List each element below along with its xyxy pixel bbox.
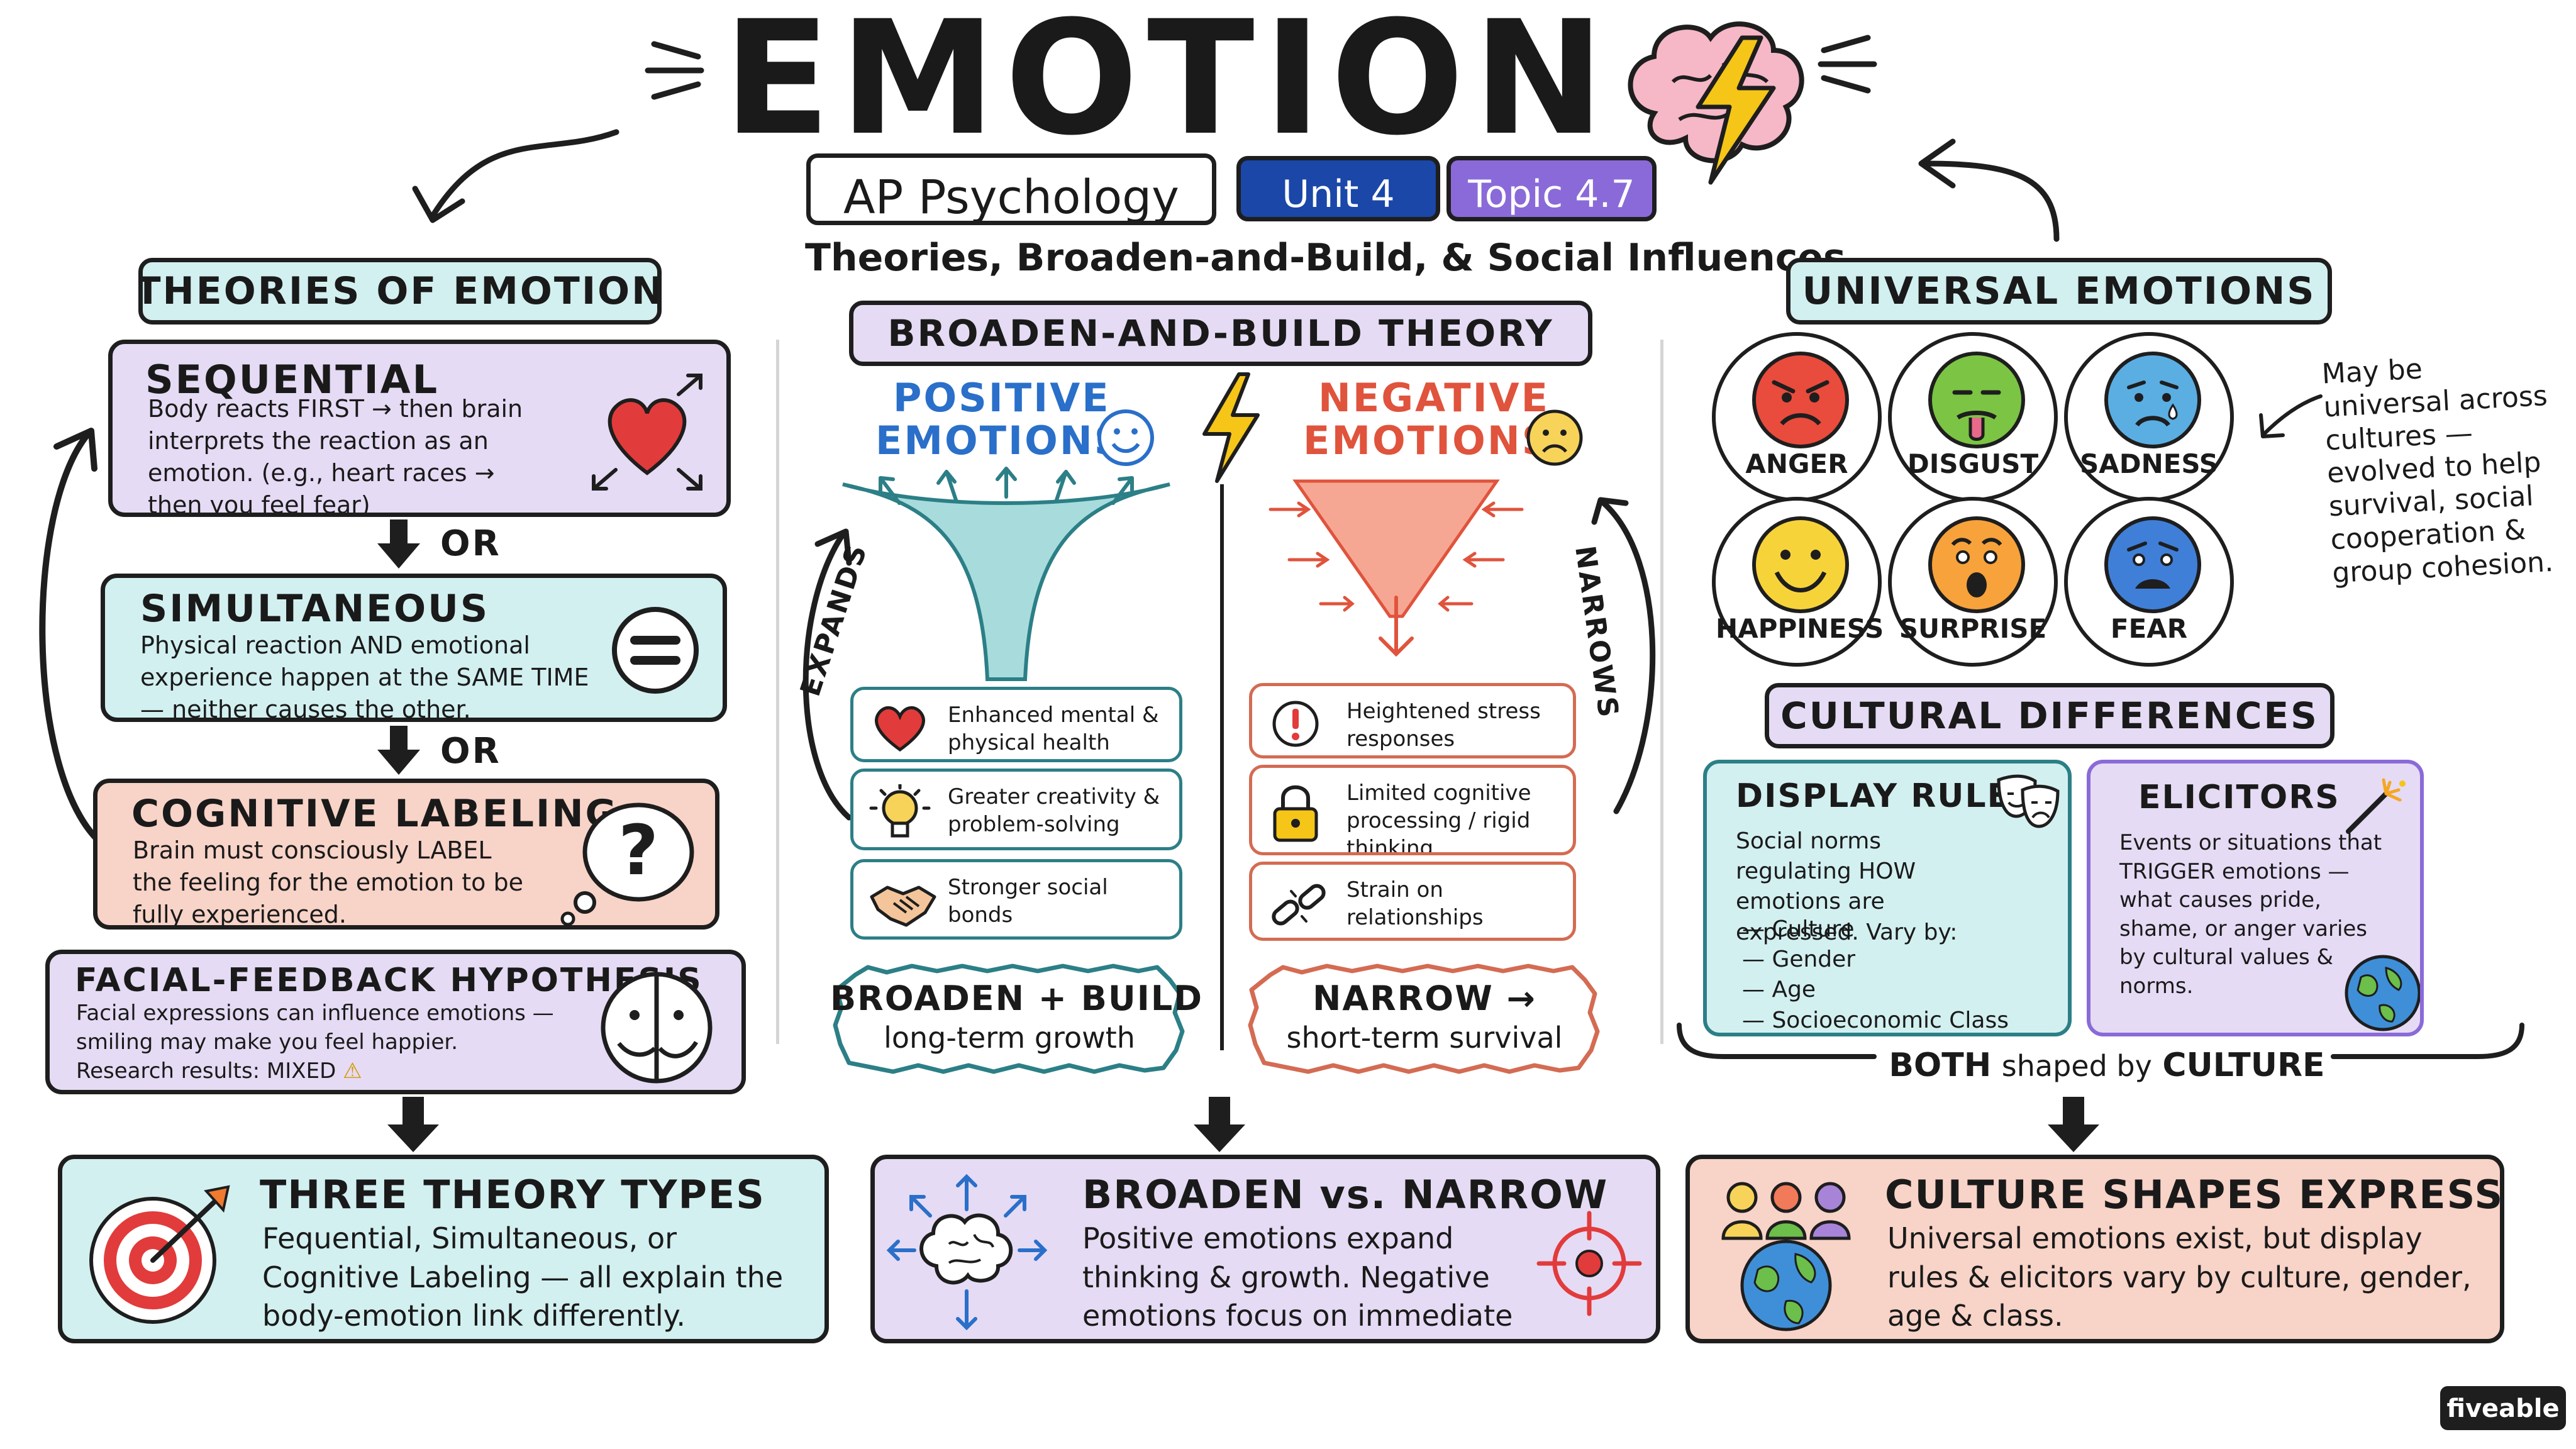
happy-face-icon [1752,516,1849,613]
or-label-2: OR [440,731,501,772]
svg-text:?: ? [618,810,658,891]
positive-item-bonds: Stronger social bonds [850,859,1182,940]
warning-icon: ⚠ [343,1058,362,1084]
lightbulb-icon [869,784,931,838]
research-mixed: Research results: MIXED ⚠ [76,1058,362,1084]
handshake-icon [870,886,936,927]
fiveable-logo: fiveable [2440,1386,2566,1430]
expands-arrow-icon [802,528,852,821]
lock-icon [1273,785,1318,842]
note-arrow-icon [2259,394,2323,438]
page-title: EMOTION [723,0,1614,170]
heart-arrows-icon [592,374,702,491]
universal-note: May be universal across cultures — evolv… [2321,353,2555,589]
negative-title-1: NEGATIVE [1318,375,1550,421]
narrowing-funnel-icon [1269,479,1524,657]
people-globe-icon [1721,1182,1851,1331]
expanding-funnel-icon [842,467,1170,681]
universal-heading: UNIVERSAL EMOTIONS [1786,258,2332,325]
both-shaped-by-culture: BOTH shaped by CULTURE [1889,1046,2325,1084]
badge-unit: Unit 4 [1236,156,1440,221]
worried-face-icon [1526,409,1583,466]
broken-chain-icon [1272,884,1326,926]
face-disgust: DISGUST [1888,332,2058,502]
curved-arrow-left-icon [412,129,619,223]
broaden-banner-sub: long-term growth [884,1021,1135,1055]
narrows-arrow-icon [1591,497,1656,814]
equals-icon [612,607,699,694]
positive-title-2: EMOTIONS [875,418,1124,464]
theories-heading: THEORIES OF EMOTION [138,258,662,325]
narrow-banner-shape [1248,963,1600,1074]
positive-title-1: POSITIVE [893,375,1111,421]
positive-item-creativity: Greater creativity & problem-solving [850,769,1182,850]
negative-item-relationships: Strain on relationships [1249,862,1576,941]
face-happiness: HAPPINESS [1712,497,1884,667]
theater-masks-icon [1997,774,2060,828]
cognitive-labeling-card: COGNITIVE LABELING Brain must consciousl… [93,779,719,930]
title-sparkle-right-icon [1818,35,1877,94]
face-sadness: SADNESS [2064,332,2234,502]
negative-item-stress: Heightened stress responses [1249,683,1576,758]
facial-feedback-card: FACIAL-FEEDBACK HYPOTHESIS Facial expres… [45,950,746,1094]
bracket-line [1677,1023,2524,1059]
alert-icon [1272,701,1319,747]
narrow-banner-sub: short-term survival [1286,1021,1563,1055]
negative-item-cognitive: Limited cognitive processing / rigid thi… [1249,765,1576,855]
loop-arrow-icon [39,428,104,846]
simultaneous-card: SIMULTANEOUS Physical reaction AND emoti… [101,574,727,722]
target-arrow-icon [89,1185,230,1324]
down-arrow-icon [377,726,420,775]
curved-arrow-right-icon [1918,138,2060,242]
elicitors-card: ELICITORS Events or situations that TRIG… [2087,760,2424,1036]
negative-title-2: EMOTIONS [1303,418,1552,464]
badge-topic: Topic 4.7 [1446,156,1657,221]
broaden-build-banner-shape [833,963,1185,1074]
narrow-banner-title: NARROW → [1313,979,1536,1018]
display-rules-list: — Culture — Gender — Age — Socioeconomic… [1742,916,2009,1033]
down-arrow-icon [387,1097,439,1152]
globe-icon [2345,955,2420,1031]
down-arrow-icon [377,519,420,569]
title-sparkle-left-icon [645,41,704,100]
summary-culture-shapes: CULTURE SHAPES EXPRESSION Universal emot… [1685,1155,2504,1343]
face-surprise: SURPRISE [1888,497,2058,667]
disgust-face-icon [1928,352,2025,448]
broaden-heading: BROADEN-AND-BUILD THEORY [849,301,1592,366]
sequential-card: SEQUENTIAL Body reacts FIRST → then brai… [108,340,731,517]
page-subtitle: Theories, Broaden-and-Build, & Social In… [805,236,1846,280]
summary-broaden-narrow: BROADEN vs. NARROW Positive emotions exp… [870,1155,1660,1343]
face-anger: ANGER [1712,332,1882,502]
broaden-banner-title: BROADEN + BUILD [830,979,1204,1018]
summary-three-theory-types: THREE THEORY TYPES Fequential, Simultane… [58,1155,829,1343]
divider-left [776,340,779,1044]
cultural-heading: CULTURAL DIFFERENCES [1765,683,2334,748]
face-fear: FEAR [2064,497,2234,667]
crosshair-icon [1536,1211,1642,1316]
angry-face-icon [1752,352,1849,448]
heart-icon [875,706,925,752]
display-rules-card: DISPLAY RULES Social norms regulating HO… [1703,760,2072,1036]
smile-icon [1097,409,1154,466]
question-bubble-icon: ? [560,802,694,925]
down-arrow-icon [1194,1097,1245,1152]
brain-arrows-icon [886,1174,1048,1331]
surprise-face-icon [1928,516,2025,613]
divider-right [1660,340,1663,1044]
half-smile-face-icon [601,972,713,1084]
magic-wand-icon [2346,778,2406,834]
positive-item-health: Enhanced mental & physical health [850,687,1182,762]
brain-lightning-icon [1628,21,1804,185]
sad-face-icon [2104,352,2201,448]
or-label-1: OR [440,523,501,564]
badge-course: AP Psychology [806,153,1216,225]
down-arrow-icon [2048,1097,2099,1152]
broaden-center-line [1220,484,1224,1050]
lightning-icon [1202,372,1260,483]
fear-face-icon [2104,516,2201,613]
